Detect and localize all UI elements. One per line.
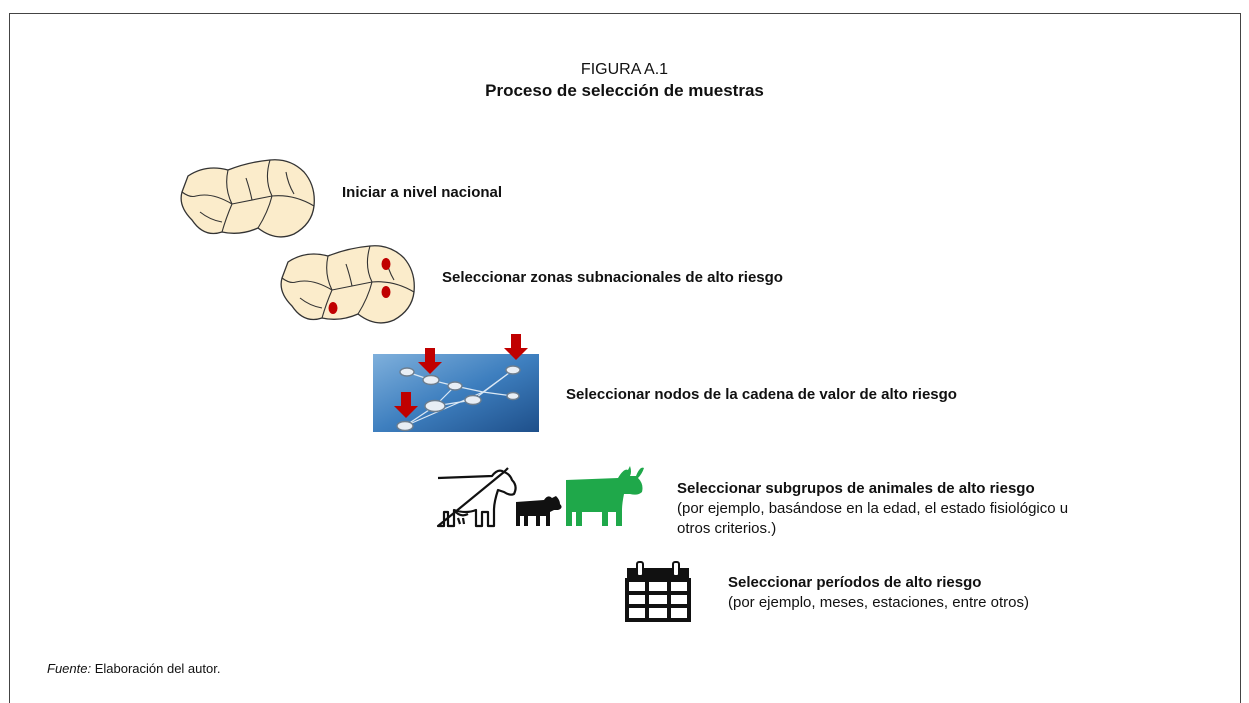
value-chain-network-icon: [373, 334, 539, 432]
step-subnational: Seleccionar zonas subnacionales de alto …: [442, 268, 783, 288]
calf-icon: [516, 496, 562, 526]
country-map-icon: [180, 159, 315, 238]
step-national: Iniciar a nivel nacional: [342, 183, 502, 203]
figure-label: FIGURA A.1: [580, 61, 669, 78]
calendar-icon: [625, 561, 691, 622]
step-value-chain-title: Seleccionar nodos de la cadena de valor …: [566, 386, 957, 403]
arrow-down-icon: [394, 392, 418, 418]
step-periods-title: Seleccionar períodos de alto riesgo: [728, 574, 982, 591]
highlighted-cow-icon: [566, 466, 644, 526]
step-animals-detail: (por ejemplo, basándose en la edad, el e…: [677, 500, 1069, 537]
cattle-icon: [436, 466, 644, 528]
step-periods-detail: (por ejemplo, meses, estaciones, entre o…: [728, 594, 1029, 611]
risk-marker: [328, 302, 338, 314]
step-periods: Seleccionar períodos de alto riesgo (por…: [728, 573, 1128, 613]
map-high-risk-zones-icon: [280, 245, 415, 324]
network-node: [399, 367, 415, 377]
source-note: Fuente: Elaboración del autor.: [47, 661, 220, 676]
network-node: [447, 381, 463, 391]
step-animals: Seleccionar subgrupos de animales de alt…: [677, 479, 1077, 539]
step-animals-title: Seleccionar subgrupos de animales de alt…: [677, 480, 1035, 497]
step-national-title: Iniciar a nivel nacional: [342, 184, 503, 201]
arrow-down-icon: [418, 348, 442, 374]
source-note-text: Elaboración del autor.: [91, 661, 221, 676]
source-note-label: Fuente:: [47, 661, 92, 676]
figure-frame: [9, 13, 1241, 703]
step-subnational-title: Seleccionar zonas subnacionales de alto …: [442, 269, 783, 286]
risk-marker: [381, 286, 391, 298]
figure-title: Proceso de selección de muestras: [485, 81, 764, 100]
network-node: [506, 391, 520, 401]
network-node: [464, 394, 482, 406]
dairy-cow-outline-icon: [436, 467, 517, 528]
risk-marker: [381, 258, 391, 270]
network-node: [396, 420, 414, 432]
network-node: [422, 374, 440, 386]
network-node: [505, 365, 521, 375]
arrow-down-icon: [504, 334, 528, 360]
step-value-chain: Seleccionar nodos de la cadena de valor …: [566, 385, 957, 405]
network-node: [424, 399, 446, 413]
